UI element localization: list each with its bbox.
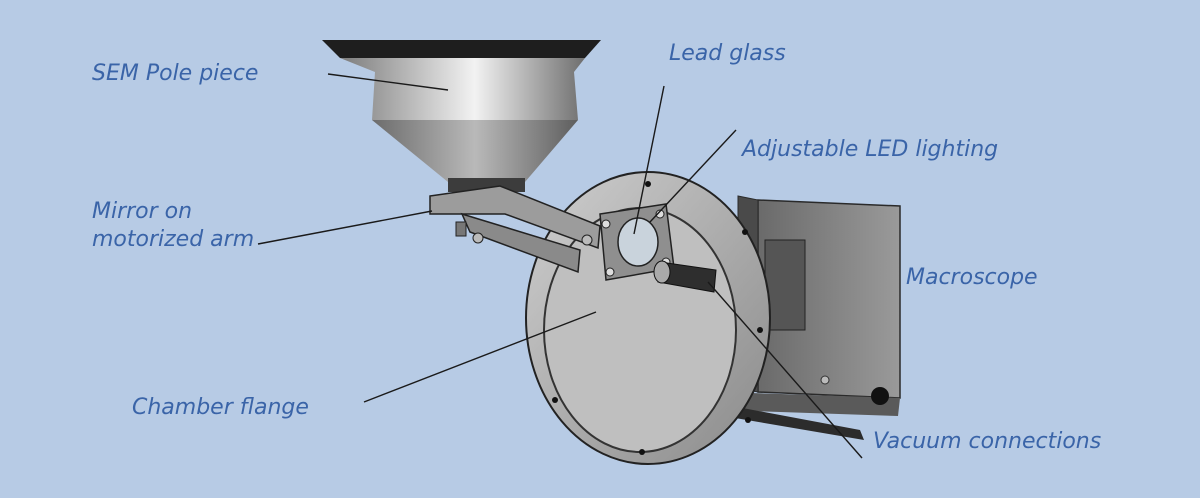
leader-sem-pole-piece [327, 73, 449, 91]
leader-mirror-arm [257, 210, 433, 245]
leader-lines [257, 73, 863, 459]
label-text: Macroscope [906, 265, 1038, 290]
label-text: SEM Pole piece [92, 61, 259, 86]
label-lead-glass: Lead glass [669, 40, 786, 68]
sem-pole-piece [322, 40, 601, 192]
label-sem-pole-piece: SEM Pole piece [92, 60, 258, 88]
leader-led-lighting [649, 129, 737, 223]
label-text-line2: motorized arm [92, 227, 255, 252]
label-vacuum-connections: Vacuum connections [873, 428, 1101, 456]
mirror-arm [429, 185, 601, 274]
lead-glass-viewport [599, 203, 675, 281]
label-text: Vacuum connections [873, 429, 1102, 454]
leader-lead-glass [633, 85, 665, 235]
label-adjustable-led-lighting: Adjustable LED lighting [742, 136, 998, 164]
led-lighting-rod [653, 260, 717, 293]
label-mirror-arm: Mirror on motorized arm [92, 198, 254, 254]
label-text-line1: Mirror on [92, 199, 193, 224]
label-text: Adjustable LED lighting [742, 137, 999, 162]
label-chamber-flange: Chamber flange [132, 394, 309, 422]
label-text: Lead glass [669, 41, 786, 66]
label-macroscope: Macroscope [906, 264, 1038, 292]
leader-vacuum-connections [707, 281, 863, 459]
leader-chamber-flange [363, 311, 597, 403]
label-text: Chamber flange [132, 395, 309, 420]
